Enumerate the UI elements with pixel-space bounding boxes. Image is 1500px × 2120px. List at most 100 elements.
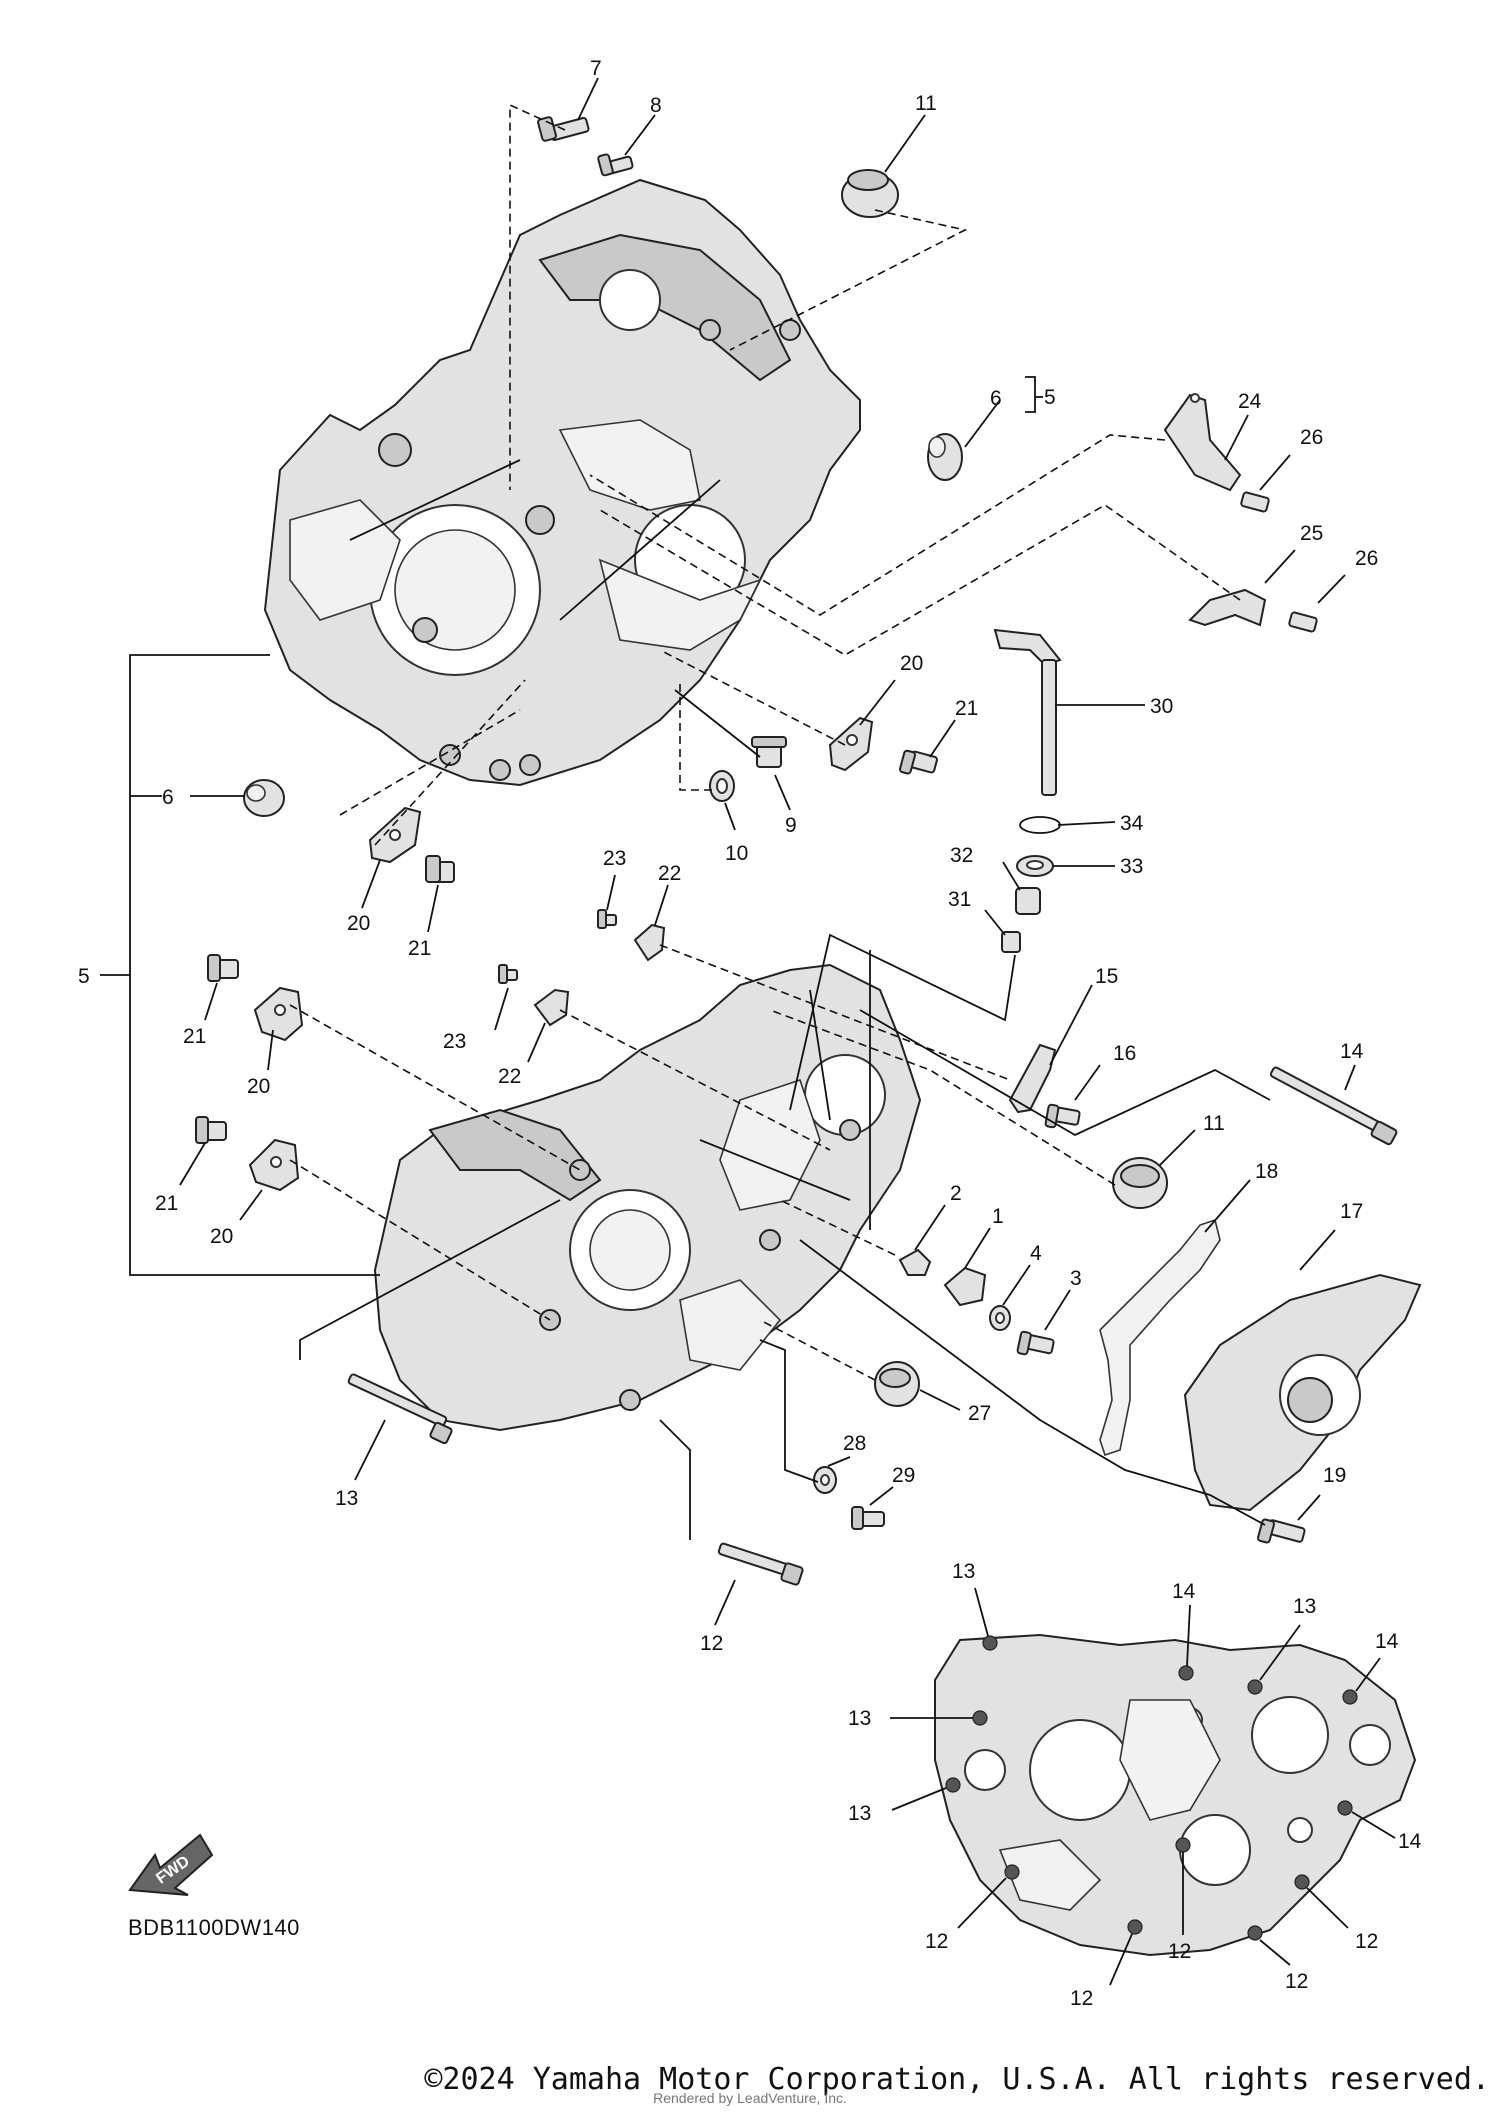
part-17-cover [1183, 1273, 1422, 1512]
part-14-long-bolt [1269, 1066, 1398, 1146]
callout-20-b: 20 [347, 912, 370, 935]
inset-callout-13-c: 13 [848, 1707, 871, 1730]
part-21-bolt-a [898, 749, 938, 775]
fwd-arrow: FWD [128, 1833, 214, 1896]
inset-bolt-locations: 13 14 13 14 13 13 14 12 12 12 12 12 [848, 1560, 1422, 2010]
part-21-bolt-d [195, 1116, 227, 1144]
part-23-screw-a [597, 909, 617, 929]
part-26-bolt-b [1288, 611, 1318, 633]
callout-34: 34 [1120, 812, 1144, 835]
crankcase-right-half [373, 963, 922, 1432]
callout-10: 10 [725, 842, 748, 865]
callout-20-a: 20 [900, 652, 923, 675]
callout-20-c: 20 [247, 1075, 270, 1098]
callout-23-b: 23 [443, 1030, 466, 1053]
callout-9: 9 [785, 814, 797, 837]
inset-callout-13-b: 13 [1293, 1595, 1316, 1618]
part-19-bolt [1257, 1518, 1306, 1544]
callout-24: 24 [1238, 390, 1262, 413]
inset-callout-12-a: 12 [925, 1930, 948, 1953]
callout-6-lower: 6 [162, 786, 174, 809]
part-34-circlip [1019, 816, 1061, 834]
callout-23-a: 23 [603, 847, 626, 870]
leader-lines [100, 77, 1356, 1626]
inset-callout-14-b: 14 [1375, 1630, 1399, 1653]
part-2-plate [898, 1248, 932, 1276]
part-20-plate-a [828, 716, 874, 772]
part-24-bracket [1163, 393, 1242, 492]
inset-callout-12-c: 12 [1355, 1930, 1378, 1953]
part-22-plate-a [633, 923, 666, 962]
callout-6-upper: 6 [990, 387, 1002, 410]
callout-15: 15 [1095, 965, 1118, 988]
callout-21-d: 21 [155, 1192, 178, 1215]
part-25-clamp [1188, 588, 1267, 627]
part-13-long-bolt [347, 1373, 453, 1445]
part-6-dowel-lower [243, 779, 285, 817]
part-27-oil-seal [874, 1361, 920, 1407]
callout-21-b: 21 [408, 937, 431, 960]
watermark-text: Rendered by LeadVenture, Inc. [653, 2090, 847, 2106]
callout-3: 3 [1070, 1267, 1082, 1290]
inset-callout-12-d: 12 [1285, 1970, 1308, 1993]
callout-25: 25 [1300, 522, 1323, 545]
part-33-washer [1016, 855, 1054, 877]
part-21-bolt-c [207, 954, 239, 982]
part-11-oil-seal-upper [841, 169, 899, 218]
part-7-bolt [537, 116, 590, 142]
part-18-gasket [1099, 1218, 1221, 1457]
callout-31: 31 [948, 888, 971, 911]
part-20-plate-c [253, 986, 304, 1042]
part-26-bolt-a [1240, 491, 1270, 513]
callout-labels: 7 8 11 6 5 24 26 25 26 20 21 30 6 9 10 3… [78, 57, 1378, 1655]
inset-callout-12-e: 12 [1070, 1987, 1093, 2010]
callout-2: 2 [950, 1182, 962, 1205]
crankcase-left-half [263, 178, 861, 787]
callout-33: 33 [1120, 855, 1143, 878]
callout-5-lower: 5 [78, 965, 90, 988]
callout-22-a: 22 [658, 862, 681, 885]
part-12-long-bolt [717, 1542, 804, 1586]
callout-1: 1 [992, 1205, 1004, 1228]
callout-18: 18 [1255, 1160, 1278, 1183]
callout-26-b: 26 [1355, 547, 1378, 570]
diagram-code: BDB1100DW140 [128, 1915, 300, 1940]
part-10-gasket [709, 770, 735, 802]
part-32-bearing [1015, 887, 1041, 915]
copyright-notice: ©2024 Yamaha Motor Corporation, U.S.A. A… [424, 2062, 1490, 2097]
callout-7: 7 [590, 57, 602, 80]
callout-28: 28 [843, 1432, 866, 1455]
callout-27: 27 [968, 1402, 991, 1425]
callout-21-c: 21 [183, 1025, 206, 1048]
callout-29: 29 [892, 1464, 915, 1487]
callout-4: 4 [1030, 1242, 1042, 1265]
callout-17: 17 [1340, 1200, 1363, 1223]
callout-14: 14 [1340, 1040, 1364, 1063]
part-11-oil-seal-lower [1112, 1157, 1168, 1209]
part-28-washer [813, 1466, 837, 1494]
callout-16: 16 [1113, 1042, 1136, 1065]
callout-11-upper: 11 [915, 92, 937, 115]
part-21-bolt-b [425, 855, 455, 883]
inset-callout-12-b: 12 [1168, 1940, 1191, 1963]
inset-callout-13-d: 13 [848, 1802, 871, 1825]
part-23-screw-b [498, 964, 518, 984]
callout-21-a: 21 [955, 697, 978, 720]
part-1-cover [943, 1266, 987, 1307]
callout-20-d: 20 [210, 1225, 233, 1248]
callout-19: 19 [1323, 1464, 1346, 1487]
part-30-shaft [993, 628, 1062, 796]
callout-22-b: 22 [498, 1065, 521, 1088]
part-31-bush [1001, 931, 1021, 953]
part-16-bolt [1044, 1103, 1081, 1129]
part-4-washer [989, 1305, 1011, 1331]
part-6-dowel-upper [927, 433, 963, 481]
inset-callout-14-c: 14 [1398, 1830, 1422, 1853]
inset-callout-13-a: 13 [952, 1560, 975, 1583]
part-29-bolt [851, 1506, 885, 1530]
part-20-plate-d [248, 1138, 300, 1192]
callout-13: 13 [335, 1487, 358, 1510]
part-8-bolt [597, 153, 634, 177]
